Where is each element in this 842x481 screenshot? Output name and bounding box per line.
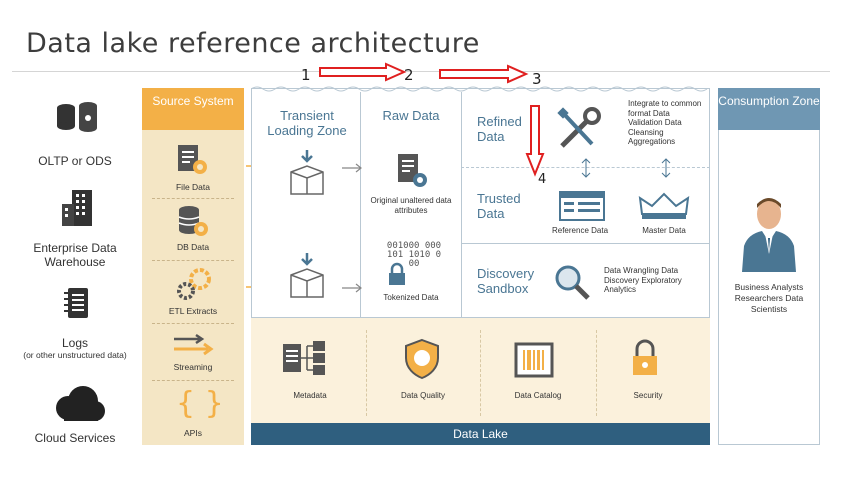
api-braces-icon: { } — [176, 386, 224, 421]
annotation-2: 2 — [404, 66, 414, 84]
tools-wrench-screwdriver-icon — [557, 107, 601, 148]
transient-zone-title: Transient Loading Zone — [267, 108, 347, 138]
trusted-item-master: Master Data — [642, 226, 686, 235]
refined-data-title: Refined Data — [477, 114, 522, 144]
raw-note-original: Original unaltered data attributes — [370, 196, 452, 215]
page-title: Data lake reference architecture — [26, 28, 480, 59]
governance-data-quality: Data Quality — [400, 391, 446, 400]
zone-divider — [360, 92, 361, 318]
raw-note-tokenized: Tokenized Data — [383, 293, 439, 302]
source-system-header: Source System — [142, 88, 244, 130]
governance-divider — [596, 330, 597, 416]
governance-data-catalog: Data Catalog — [514, 391, 562, 400]
source-logs-label: Logs (or other unstructured data) — [20, 336, 130, 360]
governance-divider — [366, 330, 367, 416]
binary-data-text: 001000 000101 1010 000 — [386, 241, 442, 269]
annotation-4: 4 — [538, 172, 547, 187]
metadata-icon — [283, 341, 325, 375]
logs-sublabel: (or other unstructured data) — [23, 350, 127, 360]
reference-table-icon — [559, 191, 605, 221]
source-oltp-label: OLTP or ODS — [38, 154, 112, 168]
database-cylinders-icon — [48, 98, 108, 138]
lake-wave-border — [251, 86, 708, 92]
raw-document-icon — [398, 154, 427, 187]
zone-divider — [461, 92, 462, 318]
source-item-db-data: DB Data — [176, 242, 210, 252]
building-icon — [58, 188, 98, 228]
governance-metadata: Metadata — [293, 391, 327, 400]
annotation-3: 3 — [532, 70, 542, 88]
raw-data-title: Raw Data — [382, 108, 440, 123]
db-data-icon — [176, 204, 210, 245]
annotation-1: 1 — [301, 66, 311, 84]
refined-note: Integrate to common format Data Validati… — [628, 99, 702, 146]
consumption-users: Business Analysts Researchers Data Scien… — [734, 282, 804, 314]
streaming-icon — [170, 331, 216, 364]
trusted-item-reference: Reference Data — [551, 226, 609, 235]
source-edw-label: Enterprise Data Warehouse — [33, 241, 117, 269]
source-item-streaming: Streaming — [173, 362, 213, 372]
logs-label: Logs — [61, 336, 89, 350]
source-item-etl: ETL Extracts — [168, 306, 218, 316]
trusted-data-title: Trusted Data — [477, 191, 521, 221]
catalog-barcode-icon — [514, 342, 554, 378]
magnifier-icon — [555, 265, 590, 300]
zone-divider — [461, 243, 710, 244]
discovery-sandbox-title: Discovery Sandbox — [477, 266, 535, 296]
governance-divider — [480, 330, 481, 416]
red-annotation-arrows — [319, 62, 545, 177]
data-lake-zones — [251, 88, 710, 318]
person-icon — [742, 198, 796, 272]
notebook-icon — [62, 286, 92, 320]
box-in-arrow-icon — [290, 253, 324, 298]
source-separator — [152, 323, 234, 324]
source-separator — [152, 260, 234, 261]
source-separator — [152, 380, 234, 381]
source-item-file-data: File Data — [175, 182, 210, 192]
shield-quality-icon — [405, 338, 439, 380]
file-data-icon — [176, 143, 210, 184]
crown-icon — [638, 192, 690, 219]
source-item-apis: APIs — [184, 428, 202, 438]
cloud-icon — [50, 384, 106, 424]
transient-to-raw-arrows — [342, 163, 362, 293]
discovery-note: Data Wrangling Data Discovery Explorator… — [604, 266, 682, 294]
box-in-arrow-icon — [290, 150, 324, 195]
title-divider — [12, 71, 830, 72]
lock-icon — [389, 262, 405, 285]
source-cloud-label: Cloud Services — [34, 431, 116, 445]
governance-security: Security — [633, 391, 663, 400]
data-lake-label: Data Lake — [251, 423, 710, 445]
consumption-zone-header: Consumption Zone — [718, 88, 820, 130]
source-separator — [152, 198, 234, 199]
etl-gears-icon — [174, 267, 212, 308]
security-padlock-icon — [633, 339, 657, 375]
sync-arrows — [581, 158, 671, 178]
